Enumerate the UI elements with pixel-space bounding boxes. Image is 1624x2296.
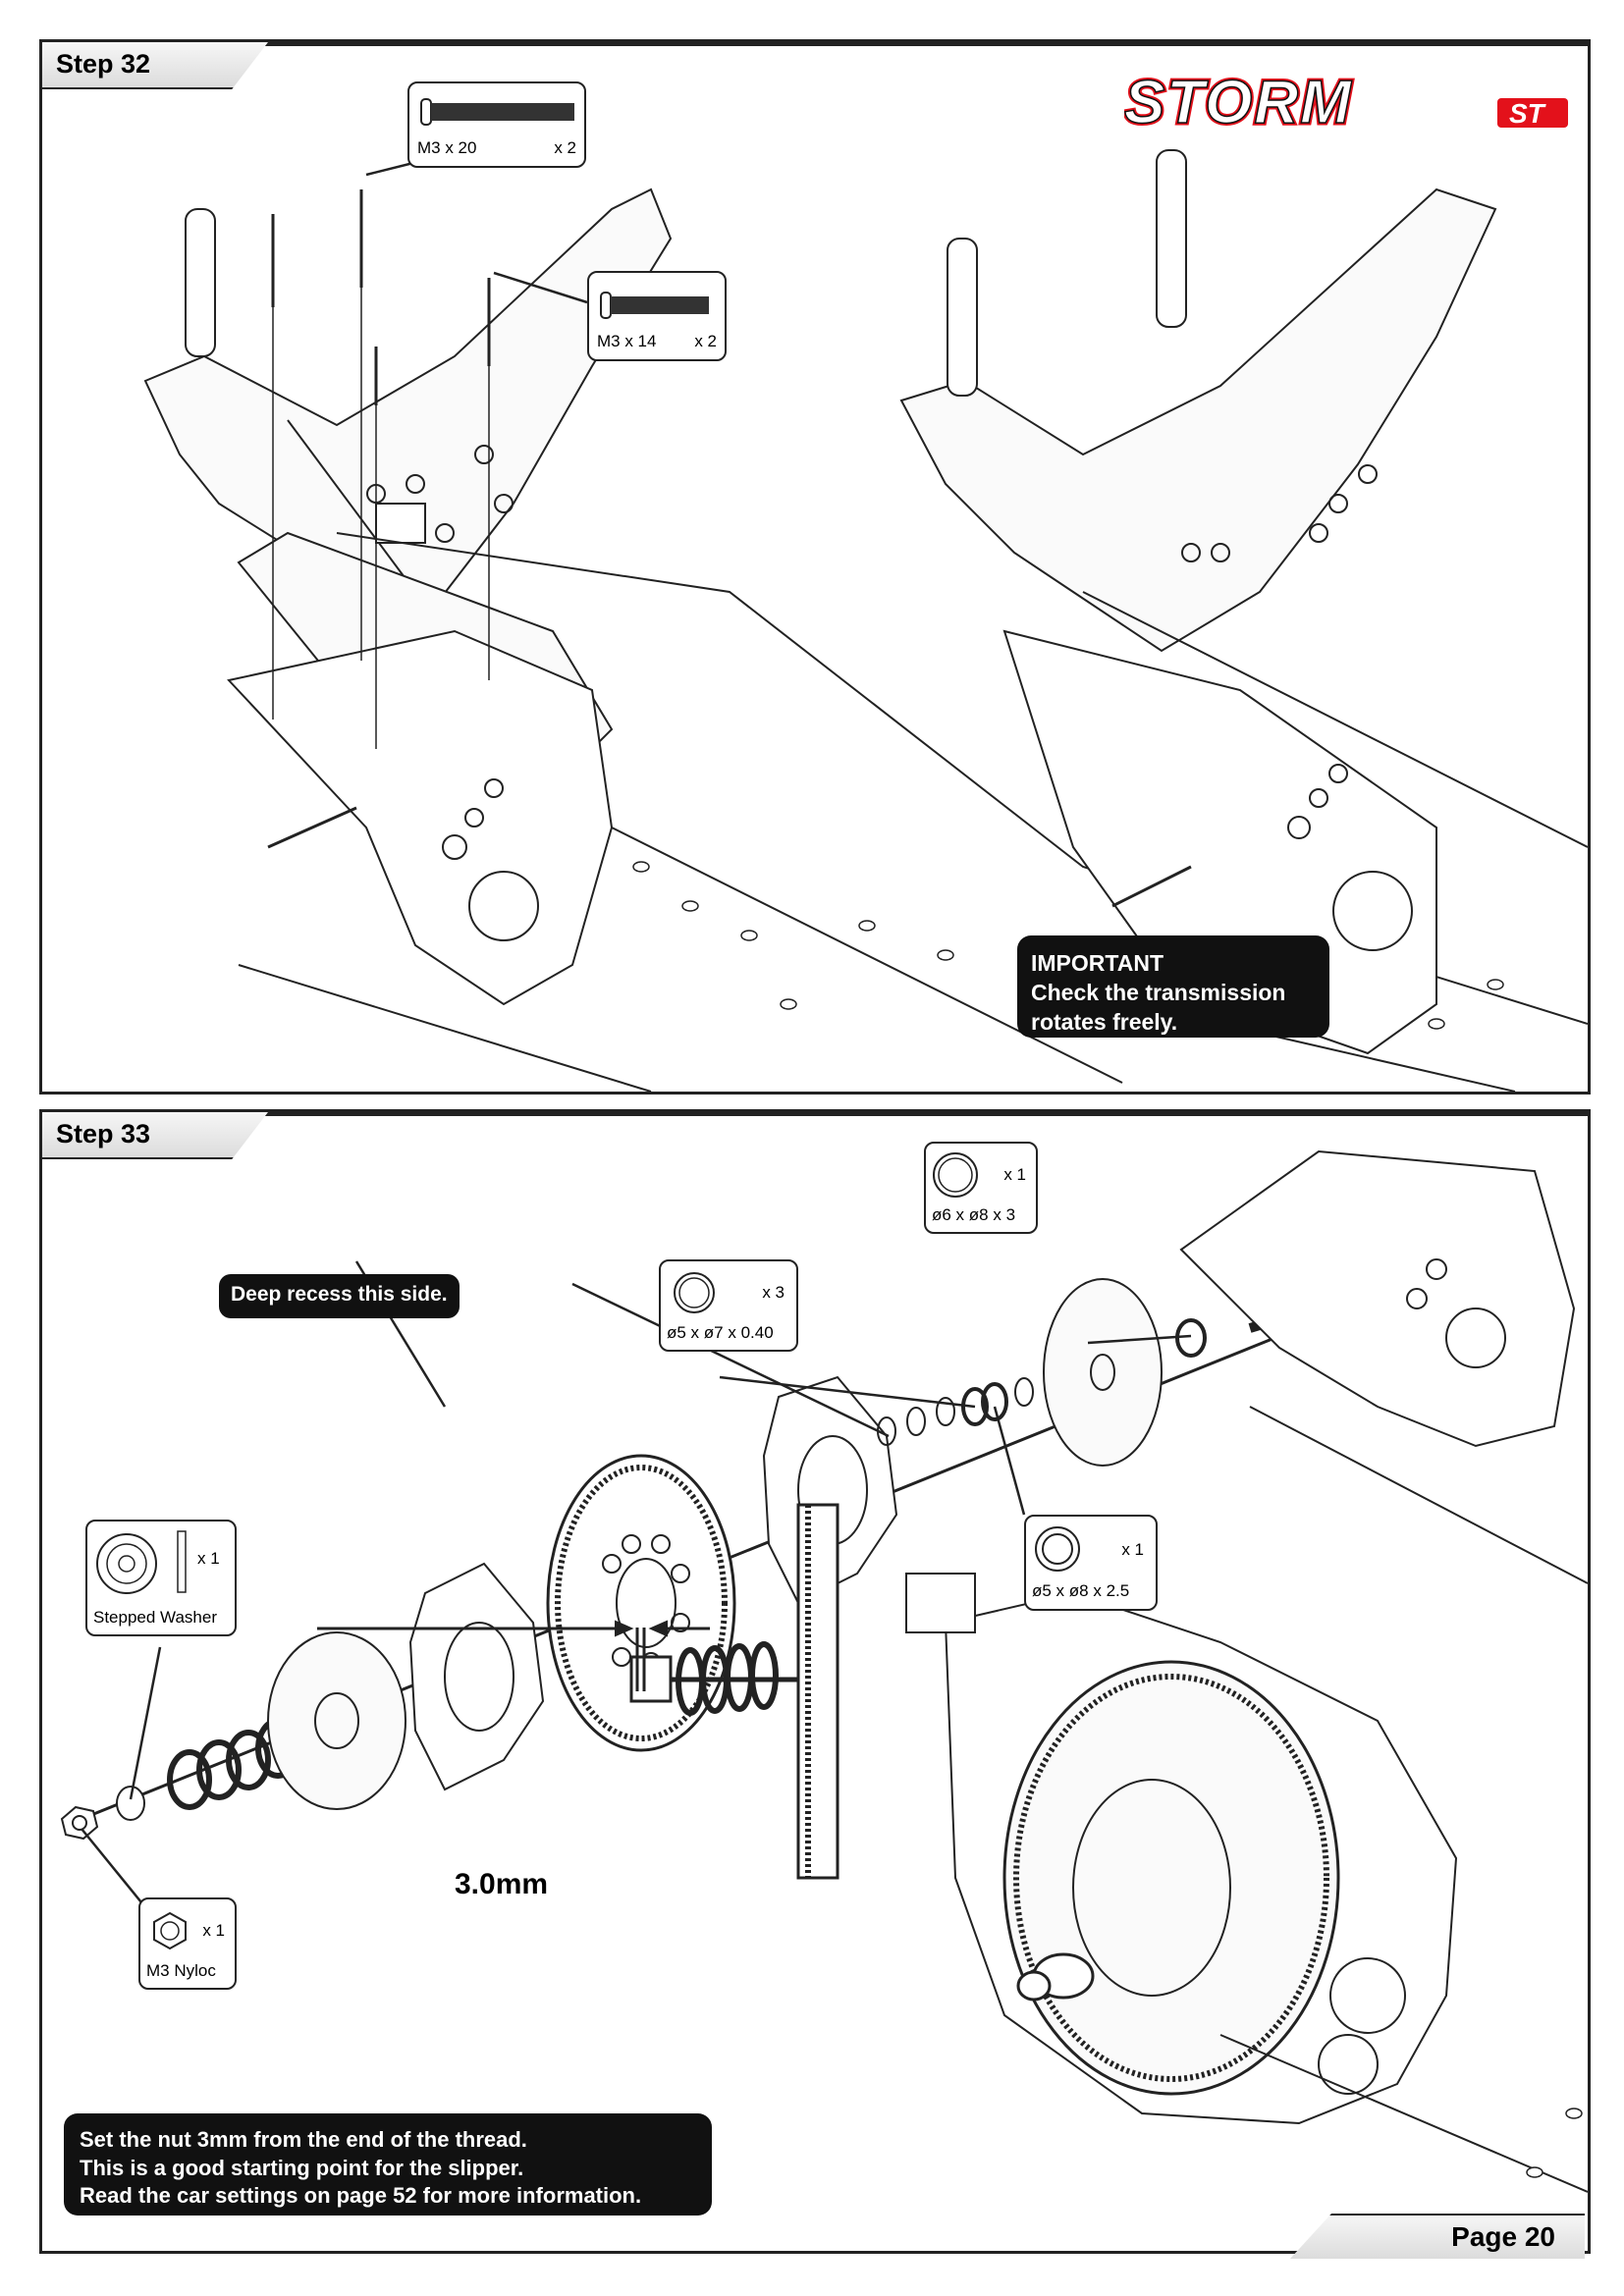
- logo-main-text: STORM: [1124, 69, 1353, 136]
- stepped-washer-qty: x 1: [197, 1549, 220, 1568]
- washer-6x8-size: ø6 x ø8 x 3: [932, 1205, 1016, 1224]
- screw-m3x20-qty: x 2: [554, 138, 576, 157]
- step-33-title: Step 33: [56, 1119, 151, 1148]
- washer-6x8-icon: [933, 1152, 978, 1198]
- washer-6x8-callout: x 1 ø6 x ø8 x 3: [924, 1142, 1038, 1234]
- step-33-tab: Step 33: [42, 1112, 268, 1159]
- m3-nyloc-callout: x 1 M3 Nyloc: [138, 1897, 237, 1990]
- storm-st-logo: STORM STORM ST: [1124, 69, 1568, 137]
- button-head-screw-short-icon: [600, 292, 709, 319]
- washer-6x8-qty: x 1: [1003, 1165, 1026, 1184]
- step-33-illustration: [60, 1149, 1588, 2227]
- slipper-setting-note: Set the nut 3mm from the end of the thre…: [64, 2113, 712, 2216]
- button-head-screw-long-icon: [420, 98, 574, 126]
- step-33-panel: Step 33: [39, 1109, 1591, 2254]
- m3-nyloc-name: M3 Nyloc: [146, 1961, 216, 1980]
- panel-bottom-rule: [42, 1112, 1588, 1116]
- screw-m3x14-size: M3 x 14: [597, 332, 657, 350]
- bearing-5x8-qty: x 1: [1121, 1540, 1144, 1559]
- washer-5x7-qty: x 3: [762, 1283, 785, 1302]
- logo-main-text-outline: STORM: [1124, 69, 1353, 136]
- m3-nyloc-qty: x 1: [202, 1921, 225, 1940]
- nyloc-nut-icon: [153, 1911, 187, 1950]
- step-32-title: Step 32: [56, 49, 151, 79]
- step-32-illustration: [143, 149, 1588, 1092]
- step-32-tab: Step 32: [42, 42, 268, 89]
- page-number: Page 20: [1451, 2221, 1555, 2252]
- stepped-washer-icon: [96, 1530, 187, 1594]
- washer-5x7-size: ø5 x ø7 x 0.40: [667, 1323, 774, 1342]
- screw-m3x20-callout: M3 x 20 x 2: [407, 81, 586, 168]
- logo-suffix-text: ST: [1509, 98, 1547, 129]
- bearing-5x8-icon: [1035, 1526, 1080, 1572]
- page-number-tab: Page 20: [1290, 2214, 1585, 2259]
- stepped-washer-callout: x 1 Stepped Washer: [85, 1520, 237, 1636]
- deep-recess-callout-text: Deep recess this side.: [231, 1283, 448, 1306]
- washer-5x7-callout: x 3 ø5 x ø7 x 0.40: [659, 1259, 798, 1352]
- deep-recess-callout: Deep recess this side.: [219, 1274, 460, 1318]
- slipper-note-line-1: Set the nut 3mm from the end of the thre…: [80, 2127, 527, 2152]
- bearing-5x8-callout: x 1 ø5 x ø8 x 2.5: [1024, 1515, 1158, 1611]
- important-note-line-1: IMPORTANT: [1031, 950, 1164, 976]
- bearing-5x8-size: ø5 x ø8 x 2.5: [1032, 1581, 1130, 1600]
- stepped-washer-name: Stepped Washer: [93, 1608, 217, 1627]
- screw-m3x14-qty: x 2: [694, 332, 717, 350]
- panel-top-rule: [42, 42, 1588, 46]
- step-32-panel: Step 32: [39, 39, 1591, 1095]
- nut-gap-dimension: 3.0mm: [455, 1868, 549, 1900]
- slipper-note-line-2: This is a good starting point for the sl…: [80, 2155, 524, 2180]
- important-note-line-2: Check the transmission: [1031, 979, 1286, 1005]
- screw-m3x20-size: M3 x 20: [417, 138, 477, 157]
- important-note: IMPORTANT Check the transmission rotates…: [1017, 935, 1329, 1038]
- slipper-note-line-3: Read the car settings on page 52 for mor…: [80, 2183, 642, 2209]
- screw-m3x14-callout: M3 x 14 x 2: [587, 271, 727, 361]
- important-note-line-3: rotates freely.: [1031, 1008, 1178, 1035]
- washer-5x7-icon: [674, 1272, 715, 1313]
